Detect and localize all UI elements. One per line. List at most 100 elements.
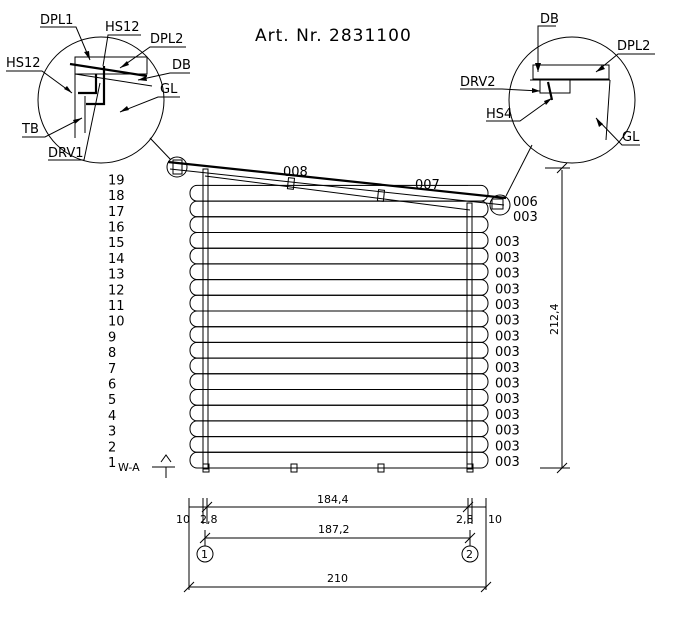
course-code: 003 xyxy=(495,314,520,329)
left-detail-bracket xyxy=(78,74,98,95)
course-codes: 0030030030030030030030030030030030030030… xyxy=(495,235,520,470)
left-detail-connector xyxy=(149,137,172,161)
leader-drv1 xyxy=(48,82,101,161)
course-code: 003 xyxy=(495,251,520,266)
dim-total-width: 210 xyxy=(327,572,348,585)
wall-log xyxy=(189,247,489,265)
course-number: 18 xyxy=(108,189,125,204)
label-hs12-left: HS12 xyxy=(6,56,41,71)
dim-axis-width: 187,2 xyxy=(318,523,350,536)
right-corner-marker xyxy=(489,194,511,216)
left-detail-roof-board xyxy=(69,62,148,78)
course-number: 19 xyxy=(108,173,125,188)
course-number: 1 xyxy=(108,456,116,471)
right-roof-detail: DB DPL2 DRV2 HS4 GL xyxy=(460,12,655,164)
leader-db xyxy=(137,72,190,81)
course-code: 003 xyxy=(495,424,520,439)
axis-marker-right xyxy=(461,545,479,563)
leader-db-right xyxy=(537,25,556,72)
label-gl-right: GL xyxy=(622,130,640,145)
course-number: 9 xyxy=(108,330,116,345)
label-dpl2: DPL2 xyxy=(150,32,183,47)
course-number: 14 xyxy=(108,252,125,267)
course-code: 003 xyxy=(495,377,520,392)
wall-log xyxy=(189,389,489,406)
label-dpl2-right: DPL2 xyxy=(617,39,650,54)
course-number: 17 xyxy=(108,205,125,220)
label-003-top: 003 xyxy=(513,210,538,225)
course-code: 003 xyxy=(495,282,520,297)
label-008: 008 xyxy=(283,165,308,180)
dim-left-post: 2,8 xyxy=(200,513,218,526)
label-hs12-top: HS12 xyxy=(105,20,140,35)
leader-hs12-left xyxy=(6,70,73,94)
left-detail-circle xyxy=(37,36,165,164)
axis-marker-left xyxy=(196,545,214,563)
wall-label: W-A xyxy=(118,461,140,474)
course-number: 13 xyxy=(108,268,125,283)
leader-gl xyxy=(119,96,180,113)
label-drv1: DRV1 xyxy=(48,146,84,161)
course-number: 6 xyxy=(108,378,116,393)
left-post xyxy=(202,168,209,470)
label-drv2: DRV2 xyxy=(460,75,496,90)
roof: 008 007 006 003 xyxy=(167,159,538,225)
course-number: 2 xyxy=(108,440,116,455)
wall-log xyxy=(189,436,489,453)
height-dim-text: 212,4 xyxy=(548,304,561,336)
course-number: 11 xyxy=(108,299,125,314)
leader-hs12-top xyxy=(102,34,141,67)
leader-dpl2-right xyxy=(595,53,655,73)
course-code: 003 xyxy=(495,392,520,407)
leader-gl-right xyxy=(595,117,640,146)
course-code: 003 xyxy=(495,408,520,423)
wall-log xyxy=(189,279,489,296)
wall-log xyxy=(189,310,489,328)
course-code: 003 xyxy=(495,329,520,344)
wall-log xyxy=(189,294,489,312)
course-number: 15 xyxy=(108,236,125,251)
wall-log xyxy=(189,341,489,359)
left-foot xyxy=(202,463,210,473)
article-number-title: Art. Nr. 2831100 xyxy=(255,26,412,46)
label-gl-left: GL xyxy=(160,82,178,97)
course-number: 12 xyxy=(108,283,125,298)
dim-right-offset: 10 xyxy=(488,513,502,526)
wall-log xyxy=(189,263,489,281)
course-code: 003 xyxy=(495,455,520,470)
wall-log xyxy=(189,232,489,249)
height-dimension: 212,4 xyxy=(540,162,570,474)
label-dpl1: DPL1 xyxy=(40,13,73,28)
dim-inner-width: 184,4 xyxy=(317,493,349,506)
left-detail-bracket-2 xyxy=(86,66,106,106)
roof-right-end xyxy=(491,198,504,210)
middle-foot-1 xyxy=(290,463,298,473)
course-code: 003 xyxy=(495,298,520,313)
right-detail-beam xyxy=(532,64,610,80)
leader-drv2 xyxy=(460,88,541,92)
left-detail-roof-edge xyxy=(74,73,153,87)
wall-log xyxy=(189,373,489,390)
wall-log xyxy=(189,420,489,438)
right-detail-screw xyxy=(546,81,554,101)
right-detail-wall xyxy=(605,79,611,141)
wall-log xyxy=(189,357,489,375)
course-number: 8 xyxy=(108,346,116,361)
roof-rafter xyxy=(204,175,471,211)
right-detail-bracket xyxy=(539,80,571,94)
course-code: 003 xyxy=(495,439,520,454)
axis-marker-right-label: 2 xyxy=(466,548,473,561)
course-number: 16 xyxy=(108,221,125,236)
course-number: 4 xyxy=(108,409,116,424)
label-hs4: HS4 xyxy=(486,107,512,122)
dim-left-offset: 10 xyxy=(176,513,190,526)
middle-foot-2 xyxy=(377,463,385,473)
right-post xyxy=(466,202,473,470)
left-roof-detail: DPL1 HS12 DPL2 HS12 DB GL TB DRV1 xyxy=(6,13,191,164)
wall-log xyxy=(189,216,489,234)
wall-log xyxy=(189,200,489,218)
course-number: 3 xyxy=(108,425,116,440)
course-number: 5 xyxy=(108,393,116,408)
